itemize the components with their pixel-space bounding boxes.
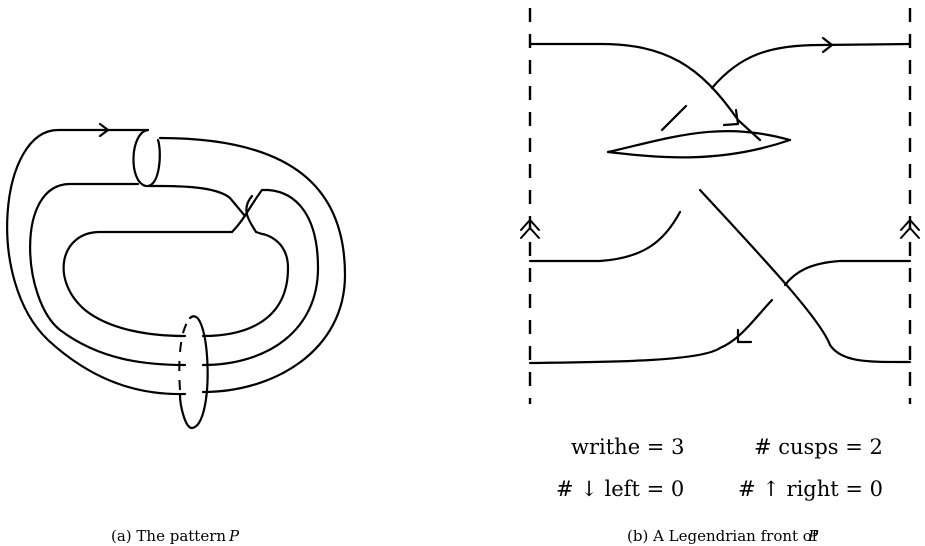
right-boundary-arrow-icon bbox=[900, 218, 920, 239]
outer-strand-lower-right bbox=[158, 136, 347, 394]
caption-a: (a) The pattern P bbox=[111, 527, 240, 545]
caption-b-text: (b) A Legendrian front of bbox=[627, 527, 819, 545]
crossing-over bbox=[230, 188, 264, 234]
clasp-tail bbox=[146, 184, 247, 218]
clasp-loop bbox=[132, 128, 161, 188]
meridian-loop-front bbox=[178, 315, 209, 430]
cusp-eye-upper bbox=[606, 130, 792, 154]
top-left-strand bbox=[528, 42, 762, 142]
top-left-strand-lower bbox=[698, 188, 912, 364]
writhe-label: writhe = 3 bbox=[571, 435, 684, 459]
caption-b-symbol: P bbox=[807, 527, 819, 545]
cusp-eye-lower bbox=[606, 138, 792, 159]
lower-left-strand bbox=[528, 210, 682, 263]
left-boundary-arrow-icon bbox=[520, 218, 540, 239]
arrow-top bbox=[821, 36, 834, 54]
caption-a-symbol: P bbox=[228, 527, 240, 545]
top-right-strand bbox=[710, 42, 912, 90]
middle-strand bbox=[29, 182, 187, 367]
up-right-label: # ↑ right = 0 bbox=[738, 477, 883, 501]
arrow-mid bbox=[722, 108, 740, 127]
orientation-arrow bbox=[98, 122, 110, 138]
outer-strand bbox=[6, 128, 187, 396]
middle-strand-right bbox=[201, 188, 320, 367]
lower-right-strand-down bbox=[528, 298, 774, 365]
meridian-loop-back bbox=[178, 317, 191, 391]
cusps-label: # cusps = 2 bbox=[754, 435, 883, 459]
lower-right-strand bbox=[783, 259, 912, 287]
down-left-label: # ↓ left = 0 bbox=[556, 477, 684, 501]
inner-strand bbox=[62, 230, 234, 338]
caption-a-text: (a) The pattern bbox=[111, 527, 226, 545]
caption-b: (b) A Legendrian front of P bbox=[627, 527, 819, 545]
cusp-eye-over-left bbox=[660, 104, 688, 132]
arrow-lower bbox=[736, 328, 753, 344]
pattern-p-diagram bbox=[6, 122, 347, 430]
inner-strand-right bbox=[201, 194, 290, 338]
legendrian-front-diagram bbox=[520, 8, 920, 404]
